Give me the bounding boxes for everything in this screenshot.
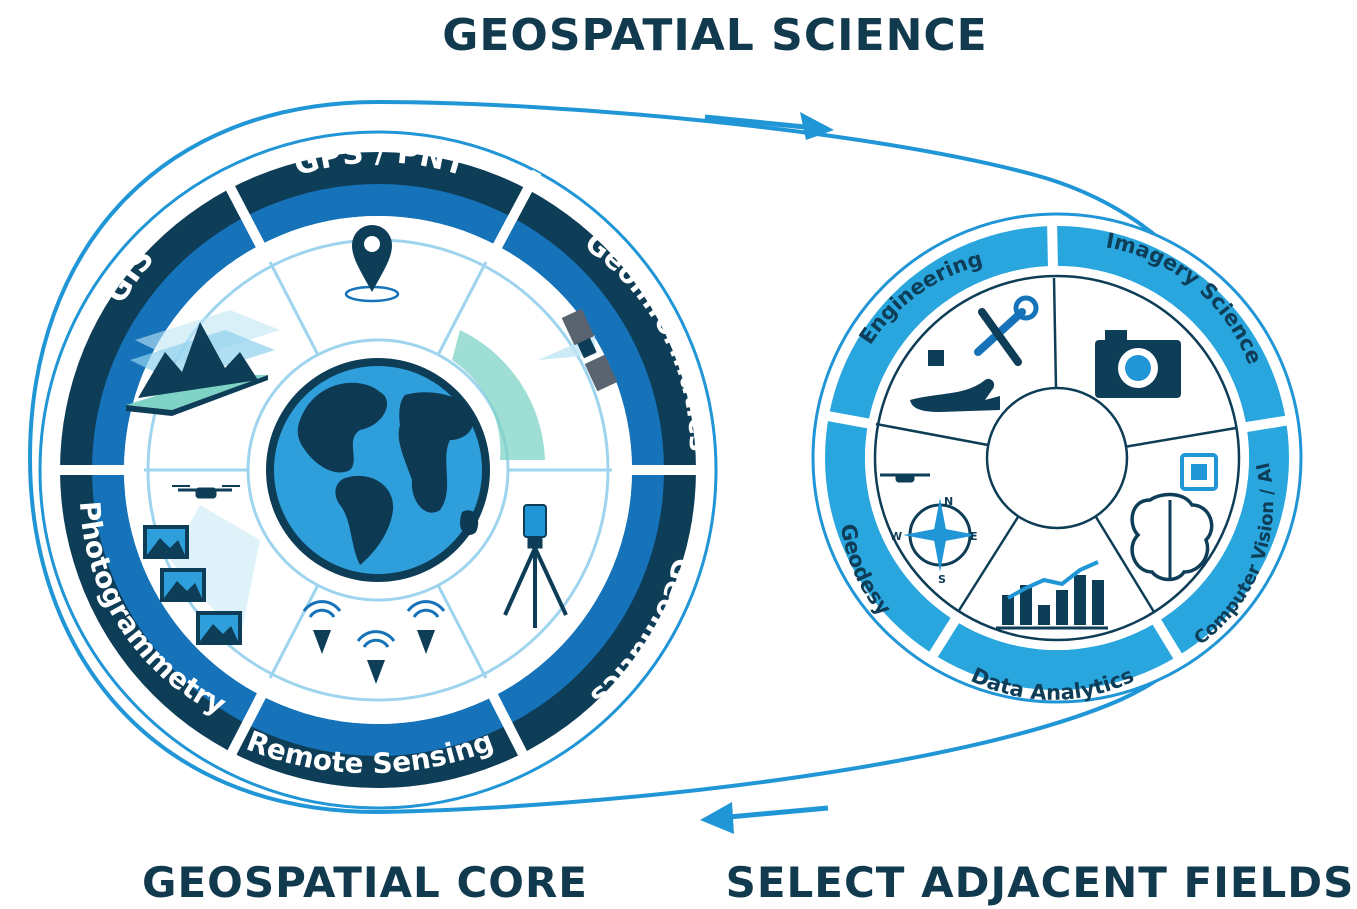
mountain-layers-icon [126,310,280,416]
core-heading: GEOSPATIAL CORE [142,858,588,907]
satellite-icon [452,308,618,460]
wifi-sensor-icon [302,600,446,684]
arrow-right-icon [704,112,834,140]
compass-s: S [938,573,946,586]
tools-icon [974,295,1039,366]
adjacent-diagram: N S E W Engineering Imagery Science Comp… [811,212,1303,705]
core-diagram: GPS / PNT Geoinformatics Geomatics Remot… [38,130,718,810]
compass-e: E [970,530,978,543]
total-station-icon [503,504,568,628]
compass-icon: N S E W [890,495,978,586]
photo-icon [143,525,242,645]
map-pin-icon [344,225,400,303]
brain-chip-icon [1130,453,1218,582]
page-title: GEOSPATIAL SCIENCE [442,10,987,61]
chip-hand-icon [910,350,1000,412]
cycle-loop [27,99,1270,815]
drone-icon [880,473,930,483]
photo-beam [170,505,260,640]
drone-icon [172,485,240,499]
globe-icon [266,358,490,582]
bar-chart-icon [996,560,1108,630]
compass-w: W [890,530,902,543]
adjacent-heading: SELECT ADJACENT FIELDS [726,858,1355,907]
compass-n: N [944,495,953,508]
camera-icon [1095,330,1181,398]
arrow-left-icon [700,802,829,834]
